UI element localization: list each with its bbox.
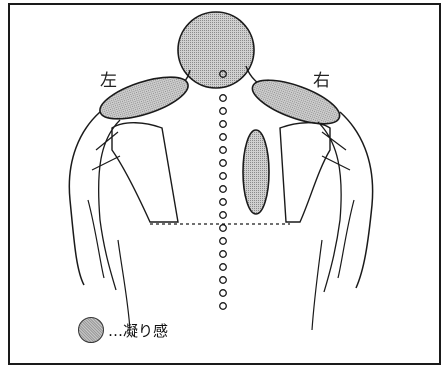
vertebra — [220, 290, 227, 297]
vertebra — [220, 303, 227, 310]
right-arm-lines — [322, 132, 354, 278]
vertebra — [220, 251, 227, 258]
upper-back-stiffness-area — [243, 130, 269, 214]
vertebra — [220, 121, 227, 128]
legend-swatch-icon — [78, 317, 104, 343]
left-side-label: 左 — [100, 66, 118, 91]
legend-text: …凝り感 — [108, 320, 168, 341]
vertebra — [220, 277, 227, 284]
spine — [220, 71, 227, 310]
vertebra — [220, 95, 227, 102]
right-scapula — [280, 123, 330, 222]
vertebra — [220, 186, 227, 193]
vertebra — [220, 160, 227, 167]
right-lower-arm — [312, 240, 322, 330]
vertebra — [220, 225, 227, 232]
legend: …凝り感 — [78, 317, 168, 343]
torso-right-outline — [340, 112, 373, 288]
vertebra — [220, 147, 227, 154]
left-scapula — [112, 123, 178, 222]
head-stiffness-area — [178, 12, 254, 88]
vertebra — [220, 238, 227, 245]
vertebra — [220, 199, 227, 206]
vertebra — [220, 264, 227, 271]
vertebra — [220, 134, 227, 141]
vertebra — [220, 173, 227, 180]
torso-left-outline — [69, 112, 100, 285]
vertebra — [220, 212, 227, 219]
vertebra — [220, 108, 227, 115]
right-side-label: 右 — [313, 66, 331, 91]
